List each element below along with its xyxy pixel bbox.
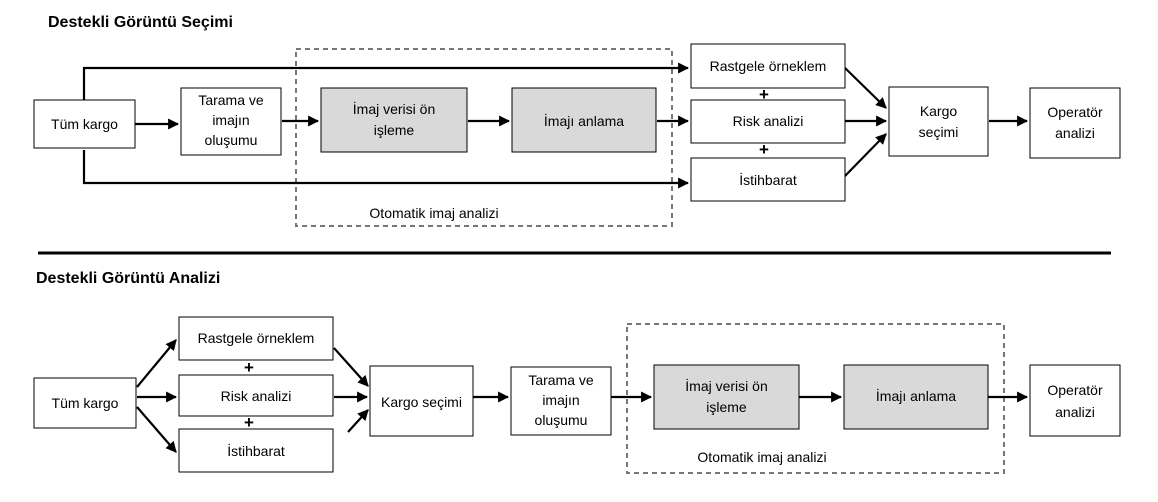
bottom-auto-analysis-label: Otomatik imaj analizi — [697, 449, 826, 465]
top-node-preprocess-label-1: İmaj verisi ön — [353, 100, 435, 117]
top-node-scan-label-1: Tarama ve — [198, 92, 264, 108]
bottom-node-understand: İmajı anlama — [843, 364, 989, 430]
top-node-intel: İstihbarat — [690, 157, 846, 202]
top-edge-intel-to-selection — [844, 133, 887, 177]
top-node-intel-label: İstihbarat — [739, 171, 797, 188]
top-node-operator-label-2: analizi — [1055, 125, 1095, 141]
bottom-node-risk-label: Risk analizi — [221, 388, 292, 404]
bottom-node-intel: İstihbarat — [178, 428, 334, 473]
bottom-edge-random-to-selection — [333, 347, 369, 387]
bottom-edge-all-to-intel — [136, 406, 177, 453]
bottom-node-selection-label: Kargo seçimi — [381, 394, 462, 410]
bottom-node-scan-label-2: imajın — [542, 392, 579, 408]
bottom-plus-2: + — [244, 413, 254, 432]
top-node-random-sample-label: Rastgele örneklem — [710, 58, 827, 74]
bottom-node-all-cargo: Tüm kargo — [33, 377, 137, 429]
top-node-scan-label-2: imajın — [212, 112, 249, 128]
bottom-node-random-sample: Rastgele örneklem — [178, 316, 334, 361]
bottom-node-risk: Risk analizi — [178, 374, 334, 417]
bottom-node-operator-label-2: analizi — [1055, 404, 1095, 420]
top-node-risk-label: Risk analizi — [733, 113, 804, 129]
top-section-title: Destekli Görüntü Seçimi — [48, 14, 233, 31]
bottom-auto-analysis-group — [626, 323, 1005, 474]
top-auto-analysis-group — [295, 48, 673, 227]
top-node-preprocess-label-2: işleme — [374, 122, 415, 138]
top-node-scan-label-3: oluşumu — [205, 132, 258, 148]
top-edge-all-to-intel — [82, 150, 690, 189]
bottom-node-intel-label: İstihbarat — [227, 442, 285, 459]
top-node-operator: Operatör analizi — [1029, 87, 1121, 159]
top-edge-random-to-selection — [844, 67, 887, 109]
top-plus-1: + — [759, 85, 769, 104]
bottom-node-random-sample-label: Rastgele örneklem — [198, 330, 315, 346]
top-node-all-cargo: Tüm kargo — [33, 99, 136, 149]
top-plus-2: + — [759, 140, 769, 159]
top-node-random-sample: Rastgele örneklem — [690, 43, 846, 89]
bottom-node-scan-label-3: oluşumu — [535, 412, 588, 428]
bottom-node-scan-label-1: Tarama ve — [528, 372, 594, 388]
top-node-all-cargo-label: Tüm kargo — [51, 116, 118, 132]
bottom-node-selection: Kargo seçimi — [369, 365, 474, 437]
top-node-preprocess: İmaj verisi ön işleme — [320, 87, 468, 153]
bottom-node-operator-label-1: Operatör — [1047, 382, 1103, 398]
bottom-node-operator: Operatör analizi — [1029, 364, 1121, 437]
bottom-node-preprocess: İmaj verisi ön işleme — [653, 364, 800, 430]
top-node-understand-label: İmajı anlama — [544, 112, 624, 129]
bottom-edge-all-to-random — [136, 339, 177, 388]
bottom-node-all-cargo-label: Tüm kargo — [52, 395, 119, 411]
top-auto-analysis-label: Otomatik imaj analizi — [369, 205, 498, 221]
bottom-edge-intel-to-selection — [347, 409, 369, 433]
top-node-understand: İmajı anlama — [511, 87, 657, 153]
bottom-section-title: Destekli Görüntü Analizi — [36, 270, 220, 287]
bottom-node-understand-label: İmajı anlama — [876, 387, 956, 404]
top-node-selection-label-1: Kargo — [920, 103, 958, 119]
bottom-node-preprocess-label-2: işleme — [706, 399, 747, 415]
top-node-scan: Tarama ve imajın oluşumu — [180, 87, 282, 156]
top-node-selection-label-2: seçimi — [919, 124, 959, 140]
bottom-node-scan: Tarama ve imajın oluşumu — [510, 366, 612, 436]
top-edge-all-to-random — [82, 62, 690, 101]
bottom-plus-1: + — [244, 358, 254, 377]
bottom-node-preprocess-label-1: İmaj verisi ön — [685, 377, 767, 394]
top-node-selection: Kargo seçimi — [888, 86, 989, 157]
top-node-operator-label-1: Operatör — [1047, 104, 1103, 120]
top-node-risk: Risk analizi — [690, 99, 846, 144]
